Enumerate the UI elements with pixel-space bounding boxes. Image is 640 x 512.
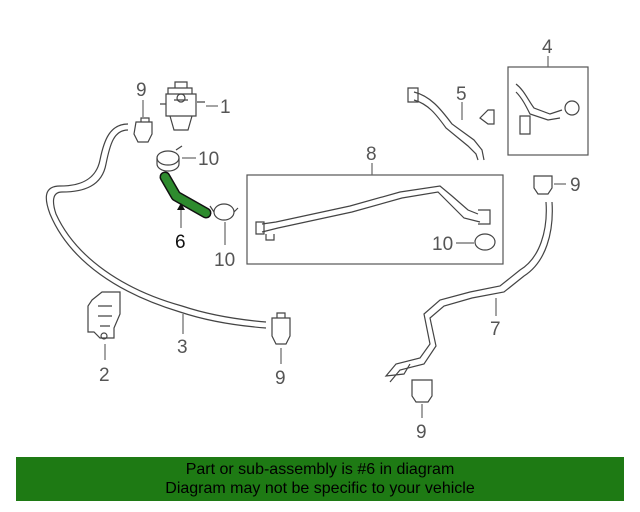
part-7-hose[interactable] <box>384 201 553 383</box>
callout-9d: 9 <box>416 422 427 443</box>
callout-10b: 10 <box>214 250 235 271</box>
banner-line-2: Diagram may not be specific to your vehi… <box>165 480 475 497</box>
info-banner: Part or sub-assembly is #6 in diagram Di… <box>16 457 624 501</box>
part-9-clip-bottom[interactable] <box>411 379 433 403</box>
part-10-clamp-a[interactable] <box>156 145 183 172</box>
callout-9a: 9 <box>136 80 147 101</box>
callout-9c: 9 <box>570 175 581 196</box>
part-4-box <box>507 66 589 156</box>
part-8-pipe[interactable] <box>255 185 491 241</box>
callout-1: 1 <box>220 97 231 118</box>
part-9-clip-left[interactable] <box>271 312 291 345</box>
callout-3: 3 <box>177 337 188 358</box>
callout-6: 6 <box>175 232 186 253</box>
callout-9b: 9 <box>275 368 286 389</box>
callout-2: 2 <box>99 365 110 386</box>
banner-line-1: Part or sub-assembly is #6 in diagram <box>185 461 455 478</box>
part-3-long-hose[interactable] <box>45 123 267 329</box>
callout-7: 7 <box>490 319 501 340</box>
callout-10a: 10 <box>198 149 219 170</box>
callout-10c: 10 <box>432 234 453 255</box>
part-10-clamp-c[interactable] <box>474 233 496 251</box>
callout-8: 8 <box>366 144 377 165</box>
part-9-clip-top[interactable] <box>133 117 153 143</box>
part-9-clip-right[interactable] <box>533 175 553 195</box>
part-5-pipe[interactable] <box>407 87 495 161</box>
part-10-clamp-b[interactable] <box>209 203 239 221</box>
leader-6-arrow <box>177 203 185 210</box>
part-4-hose-assembly[interactable] <box>515 83 580 135</box>
callout-5: 5 <box>456 84 467 105</box>
part-8-box <box>246 174 504 265</box>
part-6-hose-fill <box>161 173 210 217</box>
callout-4: 4 <box>542 37 553 58</box>
parts-diagram: 1 9 10 6 10 3 9 2 8 <box>45 37 589 443</box>
part-2-bracket[interactable] <box>87 291 121 340</box>
part-1-pump[interactable] <box>160 81 205 131</box>
